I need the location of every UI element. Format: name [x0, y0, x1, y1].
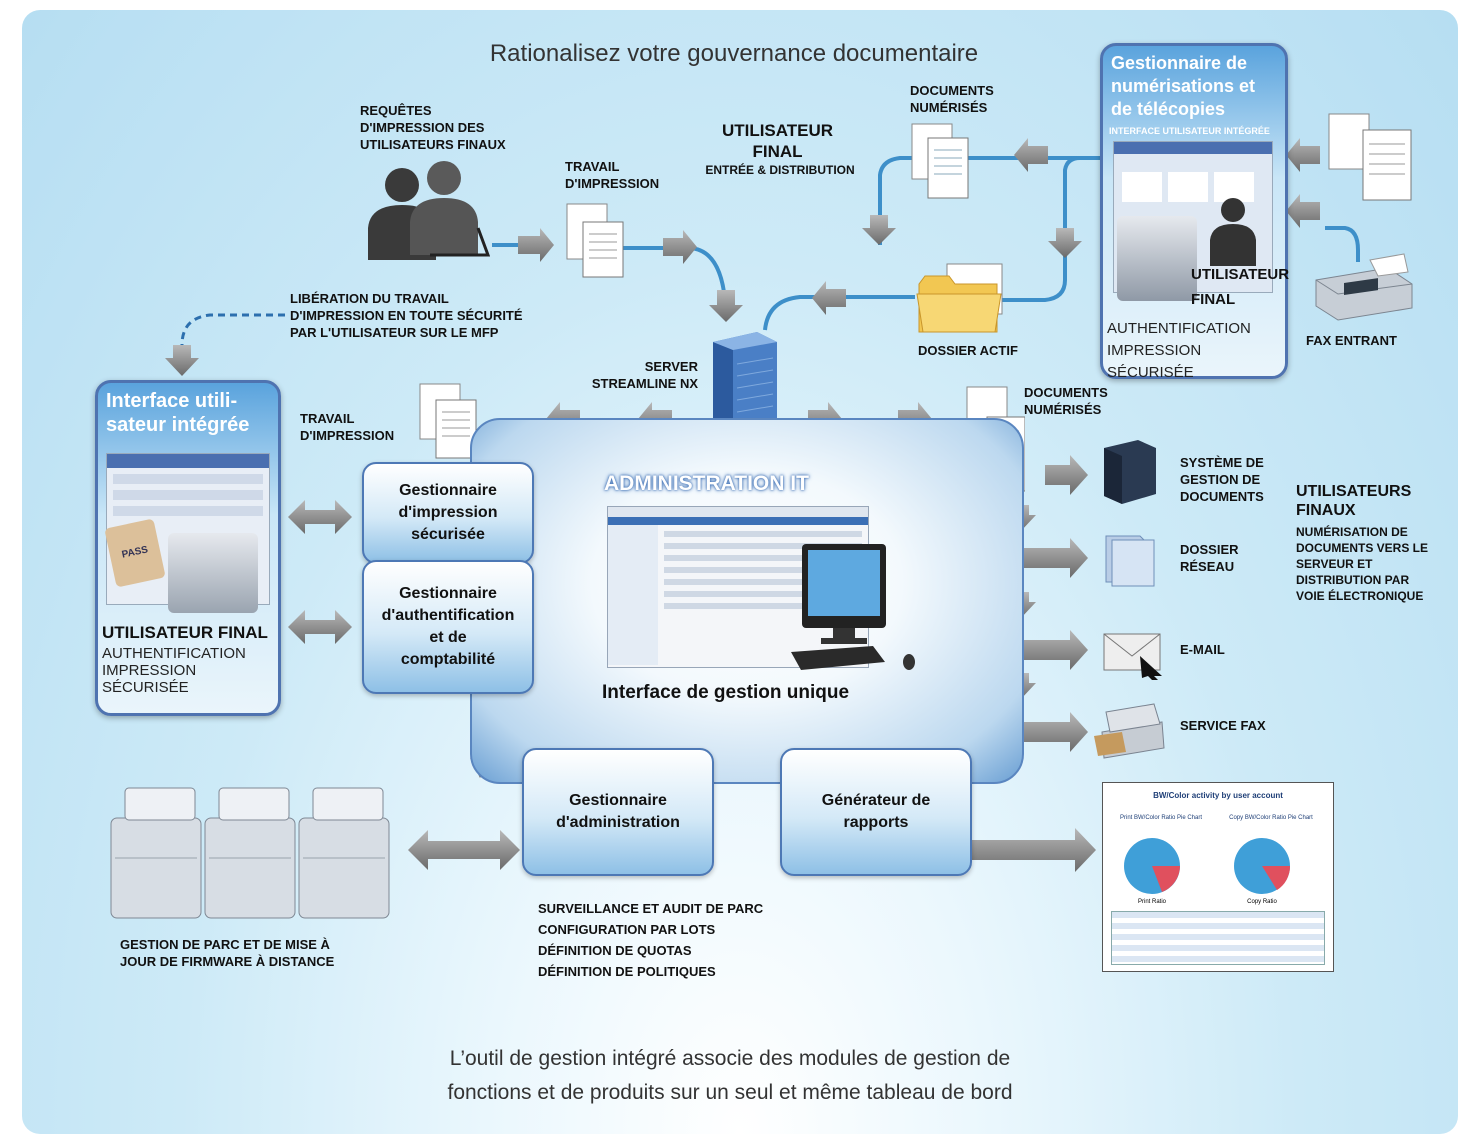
arrow-icon	[1048, 228, 1082, 258]
bidirectional-arrow-icon	[288, 610, 352, 644]
report-chart-image: BW/Color activity by user account Print …	[1102, 782, 1334, 972]
right-panel-user-label: UTILISATEUR FINAL	[1191, 266, 1290, 308]
arrow-icon	[1012, 538, 1088, 578]
arrow-icon	[1286, 194, 1320, 228]
surveillance-list: SURVEILLANCE ET AUDIT DE PARC CONFIGURAT…	[538, 901, 764, 979]
entree-distribution-label: ENTRÉE & DISTRIBUTION	[705, 163, 855, 177]
document-stack-icon	[1328, 113, 1412, 201]
footer-caption: L’outil de gestion intégré associe des m…	[447, 1047, 1013, 1104]
document-stack-icon	[911, 123, 969, 199]
report-title: BW/Color activity by user account	[1153, 791, 1283, 800]
arrow-icon	[1012, 630, 1088, 670]
document-stack-icon	[566, 203, 624, 278]
travail-impression-top-label: TRAVAIL D'IMPRESSION	[565, 159, 660, 191]
gestion-parc-label: GESTION DE PARC ET DE MISE À JOUR DE FIR…	[120, 937, 335, 969]
admin-title: ADMINISTRATION IT	[604, 472, 809, 495]
arrow-icon	[1012, 712, 1088, 752]
arrow-icon	[970, 828, 1096, 872]
arrow-icon	[1014, 138, 1048, 172]
pie-charts	[1124, 838, 1291, 894]
systeme-gestion-label: SYSTÈME DE GESTION DE DOCUMENTS	[1180, 455, 1264, 504]
user-icon	[1210, 198, 1256, 266]
pie2-label: Copy Ratio	[1247, 899, 1277, 905]
fax-machine-icon	[1315, 253, 1413, 321]
administration-manager-module: Gestionnaire d'administration	[522, 748, 714, 876]
arrow-icon	[663, 230, 697, 264]
arrow-icon	[165, 345, 199, 376]
requetes-label: REQUÊTES D'IMPRESSION DES UTILISATEURS F…	[360, 103, 506, 152]
email-label: E-MAIL	[1180, 642, 1225, 657]
document-management-server-icon	[1104, 440, 1156, 504]
arrow-icon	[812, 281, 846, 315]
right-scan-fax-panel: Gestionnaire de numérisations et de télé…	[1100, 43, 1290, 381]
printer-fleet-icon	[110, 787, 390, 919]
single-management-interface-label: Interface de gestion unique	[602, 682, 850, 703]
utilisateurs-finaux-heading: UTILISATEURS FINAUX	[1296, 483, 1412, 519]
arrow-icon	[518, 228, 554, 262]
liberation-label: LIBÉRATION DU TRAVAIL D'IMPRESSION EN TO…	[290, 291, 523, 340]
server-label: SERVER STREAMLINE NX	[591, 359, 698, 391]
arrow-icon	[709, 290, 743, 322]
diagram-title: Rationalisez votre gouvernance documenta…	[489, 40, 979, 67]
pie1-title: Print BW/Color Ratio Pie Chart	[1119, 815, 1203, 821]
fax-entrant-label: FAX ENTRANT	[1306, 333, 1397, 348]
fax-service-icon	[1094, 703, 1165, 759]
arrow-icon	[1286, 138, 1320, 172]
bidirectional-arrow-icon	[408, 830, 520, 870]
folder-icon	[916, 263, 1003, 333]
secure-print-manager-module: Gestionnaire d'impression sécurisée	[362, 462, 534, 564]
service-fax-label: SERVICE FAX	[1180, 718, 1266, 733]
pie1-label: Print Ratio	[1137, 899, 1166, 905]
right-panel-auth-text: AUTHENTIFICATION IMPRESSION SÉCURISÉE	[1107, 320, 1251, 381]
users-icon	[368, 161, 490, 260]
right-panel-subtitle: INTERFACE UTILISATEUR INTÉGRÉE	[1109, 126, 1270, 136]
server-icon	[713, 332, 777, 438]
dossier-reseau-label: DOSSIER RÉSEAU	[1180, 542, 1239, 574]
documents-numerises-top-label: DOCUMENTS NUMÉRISÉS	[910, 83, 994, 115]
network-folder-icon	[1105, 535, 1155, 587]
left-panel-title: Interface utili- sateur intégrée	[106, 390, 250, 436]
documents-numerises-right-label: DOCUMENTS NUMÉRISÉS	[1024, 385, 1108, 417]
arrow-icon	[862, 215, 896, 245]
it-administration-area: ADMINISTRATION IT Interface de gestion u…	[470, 418, 1024, 784]
arrow-icon	[1045, 455, 1088, 495]
email-envelope-icon	[1103, 633, 1162, 680]
travail-impression-left-label: TRAVAIL D'IMPRESSION	[300, 411, 395, 443]
dossier-actif-label: DOSSIER ACTIF	[918, 343, 1018, 358]
bidirectional-arrow-icon	[288, 500, 352, 534]
left-user-interface-panel: Interface utili- sateur intégrée PASS UT…	[95, 380, 281, 716]
pie2-title: Copy BW/Color Ratio Pie Chart	[1229, 815, 1313, 821]
authentication-accounting-manager-module: Gestionnaire d'authentification et de co…	[362, 560, 534, 694]
utilisateur-final-heading: UTILISATEUR FINAL	[721, 121, 834, 161]
mfp-printer-icon	[1117, 216, 1197, 301]
mfp-printer-icon	[168, 533, 258, 613]
right-panel-title: Gestionnaire de numérisations et de télé…	[1111, 53, 1256, 119]
document-stack-icon	[419, 383, 477, 459]
numerisation-text: NUMÉRISATION DE DOCUMENTS VERS LE SERVEU…	[1296, 525, 1429, 603]
computer-monitor-icon	[791, 544, 915, 670]
left-panel-auth-text: AUTHENTIFICATION IMPRESSION SÉCURISÉE	[102, 645, 246, 696]
report-generator-module: Générateur de rapports	[780, 748, 972, 876]
report-table	[1111, 911, 1325, 965]
left-panel-user-label: UTILISATEUR FINAL	[102, 623, 268, 642]
